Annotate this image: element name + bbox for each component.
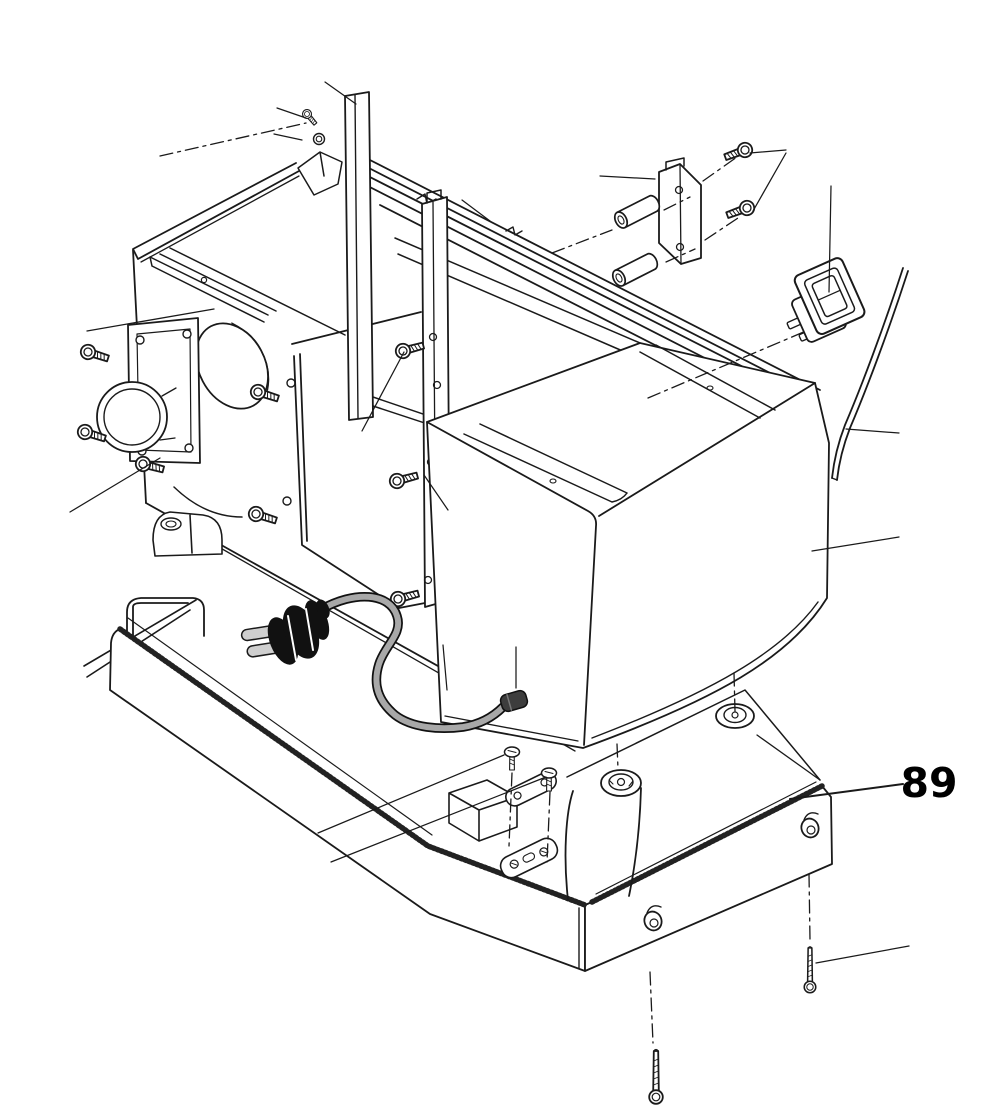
callout-89: 89 [789,759,958,807]
cover-housing [426,342,830,749]
leader-lines [69,81,910,964]
rocker-switch [786,257,866,343]
terminal-box [448,779,518,842]
rim-hatch-right [589,783,825,905]
rim-hatch-left [117,626,588,908]
side-plate [291,311,426,609]
switch-wire [831,267,909,481]
anchor-plate [499,837,559,879]
spacer [609,250,661,289]
motor-assembly [96,317,270,464]
center-lines [159,122,811,1044]
teardrop-hole [643,905,663,932]
callout-89-label: 89 [900,759,957,807]
switch-plate-assembly [609,139,758,289]
power-plug [240,599,330,665]
power-cord [315,592,508,733]
base-pan [83,597,833,972]
base-foot-tower [564,787,642,901]
chassis-foot [152,511,223,557]
spacer [611,192,663,231]
chassis-shelf [149,247,346,336]
callout-89-leader [789,783,904,800]
clamp-screw [503,746,521,771]
chassis-rim [132,162,300,260]
motor-shaft-housing [96,381,168,453]
base-screws [648,945,817,1105]
screw-boss [600,769,642,797]
teardrop-hole [800,812,820,839]
strain-relief-grommet [499,689,529,713]
top-screw-and-nut [300,107,326,146]
guide-column [344,91,374,421]
base-platform-edge [566,689,821,781]
panel-screws [387,337,427,609]
top-bracket [297,151,343,196]
cord-clamp [503,746,558,807]
base-pedestal [126,597,205,642]
